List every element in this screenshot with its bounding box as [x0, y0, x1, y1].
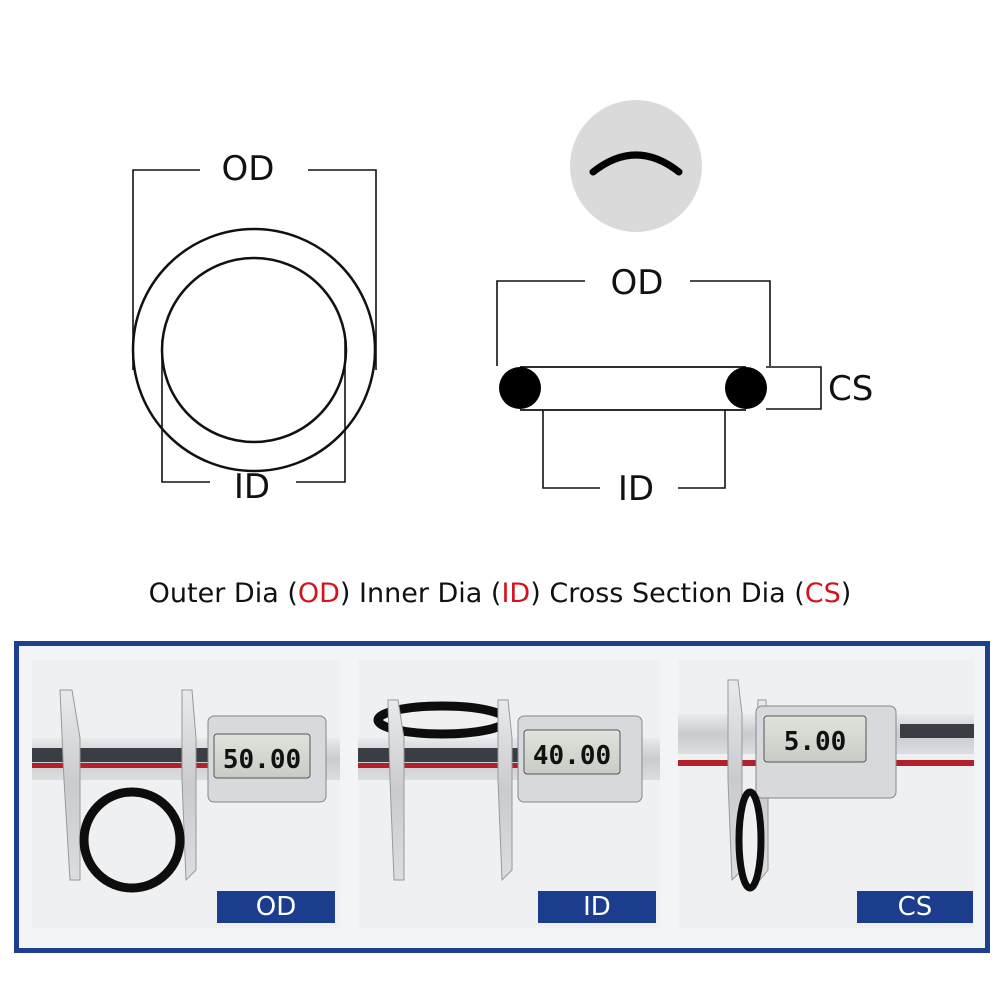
- ring-id-label: ID: [234, 467, 270, 507]
- caliper-readout-id: 40.00: [533, 741, 611, 771]
- id-dimension-line-right: [296, 340, 346, 483]
- o-ring-photo: [79, 787, 185, 893]
- caliper-lcd: [213, 733, 311, 779]
- caption-od: OD: [297, 578, 340, 609]
- badge-od: OD: [217, 891, 335, 923]
- photo-cs: 5.00: [678, 660, 974, 928]
- od-dimension-line-right: [308, 169, 377, 370]
- caliper-lcd: [523, 729, 621, 775]
- inset-ring-arc: [589, 151, 683, 176]
- caliper-jaw-moving: [497, 699, 513, 882]
- side-od-label: OD: [611, 263, 664, 303]
- id-dimension-line-left: [161, 340, 210, 483]
- ring-front-view: OD ID: [131, 149, 377, 507]
- side-id-label: ID: [618, 469, 654, 509]
- caption-id: ID: [501, 578, 531, 609]
- side-od-line-right: [690, 280, 771, 366]
- cross-section-inset: [570, 100, 702, 232]
- side-left-section: [499, 367, 541, 409]
- ring-side-view: OD CS ID: [496, 263, 873, 509]
- dimension-caption: Outer Dia (OD) Inner Dia (ID) Cross Sect…: [148, 578, 852, 609]
- badge-cs: CS: [857, 891, 973, 923]
- caliper-scale: [900, 724, 974, 738]
- caption-cs: CS: [804, 578, 841, 609]
- caliper-lcd: [763, 715, 867, 763]
- caliper-scale: [358, 748, 518, 762]
- side-id-line-left: [542, 410, 600, 489]
- caliper-readout-od: 50.00: [223, 745, 301, 775]
- cs-dimension-line: [766, 366, 822, 410]
- side-right-section: [725, 367, 767, 409]
- caliper-jaw-moving: [181, 689, 197, 882]
- caliper-readout-cs: 5.00: [784, 727, 847, 757]
- badge-id: ID: [538, 891, 656, 923]
- photo-od: 50.00: [32, 660, 340, 928]
- o-ring-photo: [735, 788, 765, 892]
- side-id-line-right: [678, 410, 726, 489]
- photo-id: 40.00: [358, 660, 660, 928]
- ring-od-label: OD: [222, 149, 275, 189]
- inset-circle: [570, 100, 702, 232]
- side-cs-label: CS: [828, 369, 873, 409]
- caliper-jaw-fixed: [59, 689, 81, 881]
- od-dimension-line-left: [132, 169, 200, 370]
- caliper-jaw-fixed: [387, 699, 405, 881]
- side-od-line-left: [496, 280, 585, 366]
